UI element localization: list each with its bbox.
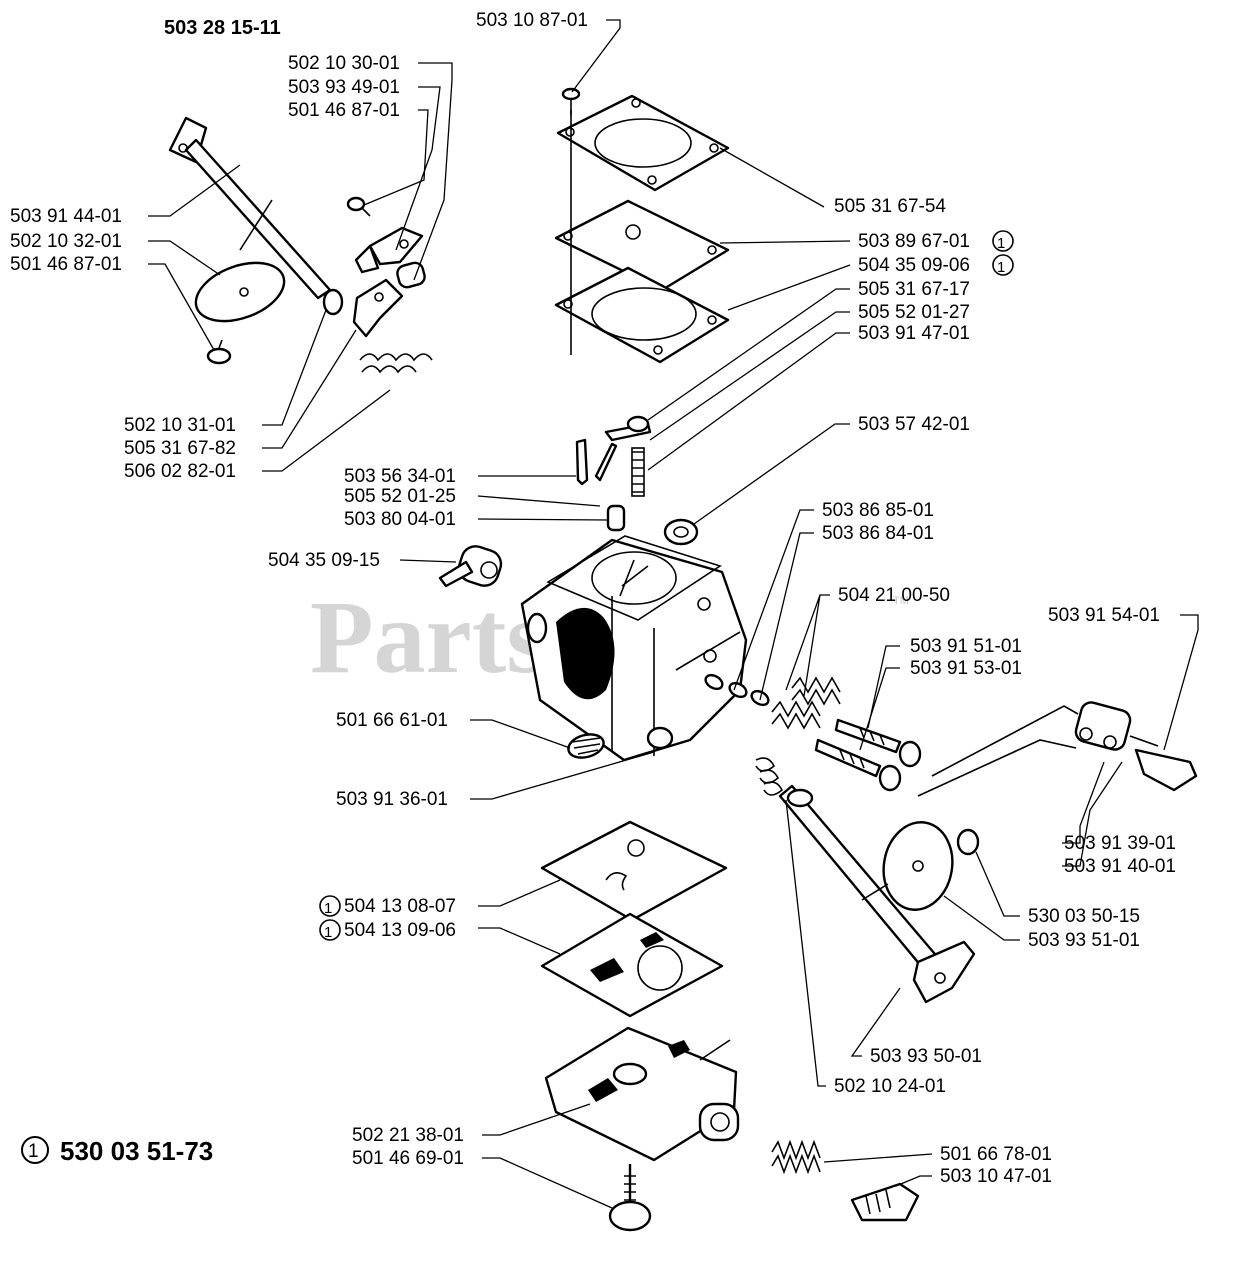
part-label: 503 91 40-01	[1064, 856, 1176, 877]
part-label: 504 35 09-06	[858, 255, 970, 276]
lever-screw-center	[626, 415, 650, 433]
adjustment-spring-upper	[791, 676, 841, 706]
part-label: 503 93 50-01	[870, 1046, 982, 1067]
part-label: 503 80 04-01	[344, 509, 456, 530]
choke-shaft	[778, 784, 976, 1004]
bushing	[396, 261, 426, 289]
assembly-number: 503 28 15-11	[164, 17, 281, 39]
kit-marker-circle	[992, 254, 1014, 276]
part-label: 504 35 09-15	[268, 550, 380, 571]
idle-speed-screw	[850, 1182, 920, 1222]
part-label: 530 03 50-15	[1028, 906, 1140, 927]
part-label: 502 10 32-01	[10, 231, 122, 252]
adjustment-spring-lower	[771, 700, 821, 730]
part-label: 503 10 87-01	[476, 10, 588, 31]
part-label: 503 91 47-01	[858, 323, 970, 344]
kit-marker: 1	[324, 924, 332, 941]
part-label: 501 46 87-01	[288, 100, 400, 121]
throttle-valve-screw	[206, 339, 232, 365]
lever-spring	[631, 447, 645, 497]
part-label: 505 52 01-25	[344, 486, 456, 507]
kit-marker: 1	[997, 235, 1005, 252]
throttle-lever	[352, 278, 404, 338]
part-label: 504 21 00-50	[838, 585, 950, 606]
kit-marker: 1	[324, 900, 332, 917]
part-label: 502 10 24-01	[834, 1076, 946, 1097]
part-label: 503 91 44-01	[10, 206, 122, 227]
watermark-trademark: TM	[893, 595, 909, 607]
kit-marker: 1	[997, 259, 1005, 276]
seal-washer	[663, 518, 699, 546]
part-label: 503 91 51-01	[910, 636, 1022, 657]
kit-footnote-circle	[21, 1136, 49, 1164]
kit-marker-circle	[319, 895, 341, 917]
part-label: 502 10 30-01	[288, 53, 400, 74]
pump-gasket	[554, 266, 730, 364]
choke-valve	[882, 821, 954, 911]
leader-lines	[148, 19, 1199, 1209]
metering-gasket	[540, 912, 724, 1018]
metering-diaphragm	[540, 820, 728, 922]
idle-spring	[771, 1139, 821, 1175]
part-label: 504 13 09-06	[344, 920, 456, 941]
inlet-needle	[575, 438, 589, 486]
kit-marker-circle	[319, 919, 341, 941]
high-speed-screw	[834, 718, 922, 768]
throttle-valve	[194, 261, 286, 323]
part-label: 502 10 31-01	[124, 415, 236, 436]
low-speed-screw	[814, 738, 902, 792]
part-labels: 503 28 15-11 503 10 87-01 502 10 30-01 5…	[10, 10, 1176, 1187]
part-label: 503 91 36-01	[336, 789, 448, 810]
part-label: 503 93 49-01	[288, 77, 400, 98]
choke-lever	[354, 226, 424, 274]
part-label: 501 46 69-01	[352, 1148, 464, 1169]
shaft-washer	[322, 288, 344, 316]
part-label: 505 31 67-82	[124, 438, 236, 459]
part-label: 501 46 87-01	[10, 254, 122, 275]
cover-screw	[561, 87, 581, 115]
screen-retainer	[646, 726, 674, 750]
part-label: 503 89 67-01	[858, 231, 970, 252]
choke-valve-screw	[956, 828, 980, 856]
filter-screen	[567, 733, 605, 759]
limiter-caps	[1074, 701, 1198, 792]
kit-number: 530 03 51-73	[60, 1136, 213, 1166]
kit-marker-circle	[992, 230, 1014, 252]
part-label: 505 31 67-17	[858, 279, 970, 300]
throttle-shaft	[168, 116, 332, 300]
part-label: 503 86 84-01	[822, 523, 934, 544]
lever-screw	[346, 196, 371, 217]
cover-bolt	[608, 1164, 652, 1232]
welch-plug	[606, 504, 626, 532]
kit-footnote-marker: 1	[28, 1141, 39, 1162]
choke-spring	[755, 757, 783, 796]
carburetor-body	[520, 535, 748, 762]
part-label: 505 52 01-27	[858, 302, 970, 323]
lever-pin	[594, 442, 618, 482]
part-label: 503 93 51-01	[1028, 930, 1140, 951]
pump-cover-plate	[556, 94, 730, 192]
part-label: 503 86 85-01	[822, 500, 934, 521]
part-label: 501 66 78-01	[940, 1144, 1052, 1165]
throttle-spring	[359, 353, 433, 374]
part-label: 503 10 47-01	[940, 1166, 1052, 1187]
part-label: 506 02 82-01	[124, 461, 236, 482]
part-label: 501 66 61-01	[336, 710, 448, 731]
part-label: 503 56 34-01	[344, 466, 456, 487]
carburetor-illustration	[168, 87, 1198, 1232]
part-label: 504 13 08-07	[344, 896, 456, 917]
part-label: 503 91 54-01	[1048, 605, 1160, 626]
part-label: 502 21 38-01	[352, 1125, 464, 1146]
metering-cover	[544, 1026, 740, 1162]
part-label: 505 31 67-54	[834, 196, 946, 217]
part-label: 503 91 53-01	[910, 658, 1022, 679]
part-label: 503 57 42-01	[858, 414, 970, 435]
fuel-inlet-fitting	[438, 545, 503, 588]
part-label: 503 91 39-01	[1064, 833, 1176, 854]
